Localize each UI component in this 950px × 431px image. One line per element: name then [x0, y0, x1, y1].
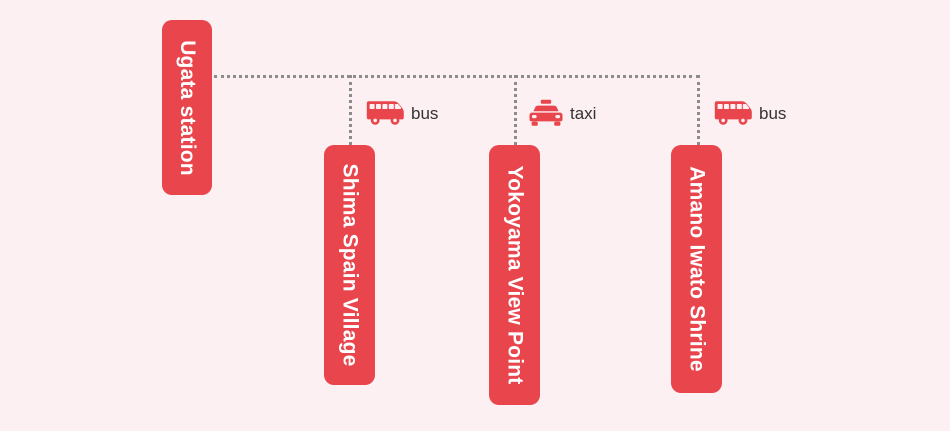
- transport-mode-label: taxi: [570, 103, 597, 123]
- node-shima-spain-village[interactable]: Shima Spain Village: [324, 145, 375, 385]
- bus-icon: [366, 101, 404, 125]
- connector-drop-amano-iwato-shrine: [697, 75, 700, 145]
- node-label: Yokoyama View Point: [503, 165, 527, 385]
- node-amano-iwato-shrine[interactable]: Amano Iwato Shrine: [671, 145, 722, 393]
- node-ugata-station[interactable]: Ugata station: [162, 20, 212, 195]
- transport-mode-yokoyama-view-point: taxi: [529, 99, 596, 127]
- transport-mode-shima-spain-village: bus: [366, 100, 438, 126]
- connector-trunk-horizontal: [214, 75, 699, 78]
- node-label: Ugata station: [176, 39, 199, 176]
- transport-mode-amano-iwato-shrine: bus: [714, 100, 786, 126]
- transport-mode-label: bus: [411, 103, 439, 123]
- taxi-icon: [529, 99, 563, 126]
- transport-mode-label: bus: [759, 103, 787, 123]
- node-label: Amano Iwato Shrine: [685, 166, 709, 372]
- node-yokoyama-view-point[interactable]: Yokoyama View Point: [489, 145, 540, 405]
- bus-icon: [714, 101, 752, 125]
- connector-drop-yokoyama-view-point: [514, 75, 517, 145]
- connector-drop-shima-spain-village: [349, 75, 352, 145]
- node-label: Shima Spain Village: [338, 163, 362, 367]
